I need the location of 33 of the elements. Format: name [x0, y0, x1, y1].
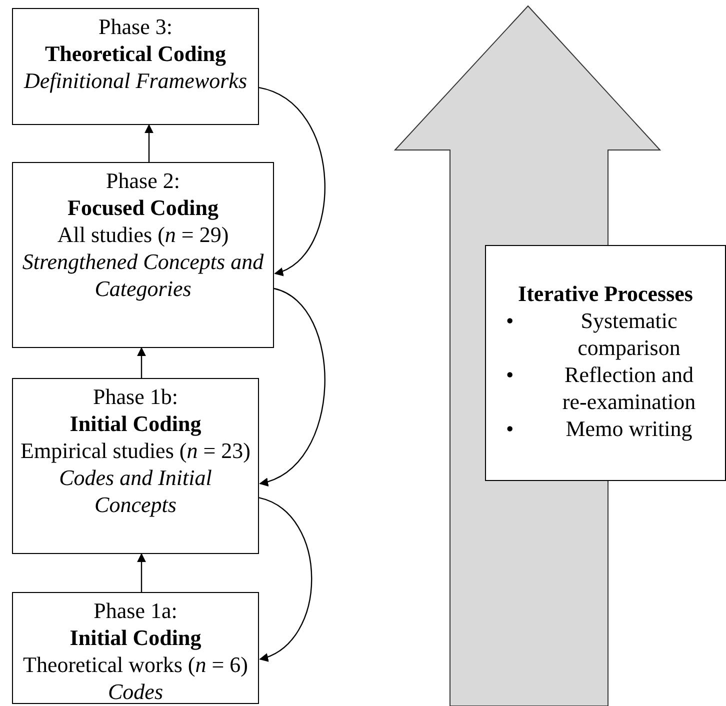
study-count: Empirical studies (n = 23) [20, 437, 252, 464]
outcome-text: Definitional Frameworks [22, 67, 248, 94]
outcome-text: Codes and Initial Concepts [58, 464, 213, 518]
arrow [144, 124, 154, 162]
list-item: Memo writing [564, 415, 694, 442]
coding-stage-title: Theoretical Coding [44, 40, 228, 67]
bullet: • [506, 416, 514, 441]
process-box [12, 378, 259, 554]
study-count: All studies (n = 29) [56, 221, 230, 248]
bullet: • [506, 308, 514, 333]
phase-label: Phase 3: [98, 13, 174, 40]
phase-label: Phase 1a: [92, 597, 178, 624]
process-box [12, 162, 274, 348]
process-box [12, 592, 259, 704]
phase-label: Phase 2: [105, 167, 181, 194]
process-box [12, 8, 259, 125]
list-item: Systematic comparison [576, 307, 682, 361]
outcome-text: Strengthened Concepts and Categories [21, 248, 265, 302]
list-item: Reflection and re-examination [561, 361, 697, 415]
arrow [259, 288, 326, 486]
arrow [137, 347, 146, 378]
notes-panel [485, 245, 726, 481]
coding-stage-title: Focused Coding [66, 194, 220, 221]
bullet: • [506, 362, 514, 387]
arrow [137, 553, 146, 592]
coding-stage-title: Initial Coding [68, 624, 202, 651]
phase-label: Phase 1b: [92, 383, 179, 410]
panel-title: Iterative Processes [517, 280, 694, 307]
arrow [258, 497, 312, 660]
arrow [258, 87, 326, 275]
coding-stage-title: Initial Coding [68, 410, 202, 437]
study-count: Theoretical works (n = 6) [22, 651, 249, 678]
outcome-text: Codes [107, 678, 164, 705]
